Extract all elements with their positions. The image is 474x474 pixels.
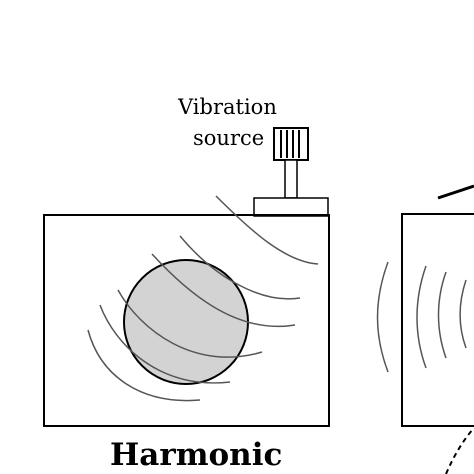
vibration-label-line1: Vibration xyxy=(177,95,277,119)
vibration-mount-plate xyxy=(253,197,329,217)
wave-arc xyxy=(416,265,427,369)
second-panel-partial xyxy=(376,184,474,474)
dashed-curve xyxy=(445,427,474,474)
wave-arc xyxy=(87,329,201,402)
vibration-knob xyxy=(273,127,309,161)
wave-arc xyxy=(459,279,467,349)
caption-harmonic: Harmonic xyxy=(110,437,282,473)
wave-arc xyxy=(215,195,319,265)
wave-arc xyxy=(179,235,301,300)
wave-arc xyxy=(117,289,263,358)
second-waves xyxy=(376,261,467,373)
second-box-edge xyxy=(401,213,474,427)
wave-arc xyxy=(151,253,296,328)
vibration-source-device xyxy=(253,127,329,217)
vibration-waves xyxy=(87,195,319,402)
container-box xyxy=(43,214,330,427)
vibration-label-line2: source xyxy=(193,126,264,150)
tilted-bar xyxy=(437,184,474,200)
wave-arc xyxy=(99,304,231,384)
wave-arc xyxy=(437,271,447,359)
vibration-stem xyxy=(284,159,298,199)
wave-arc xyxy=(376,261,389,373)
